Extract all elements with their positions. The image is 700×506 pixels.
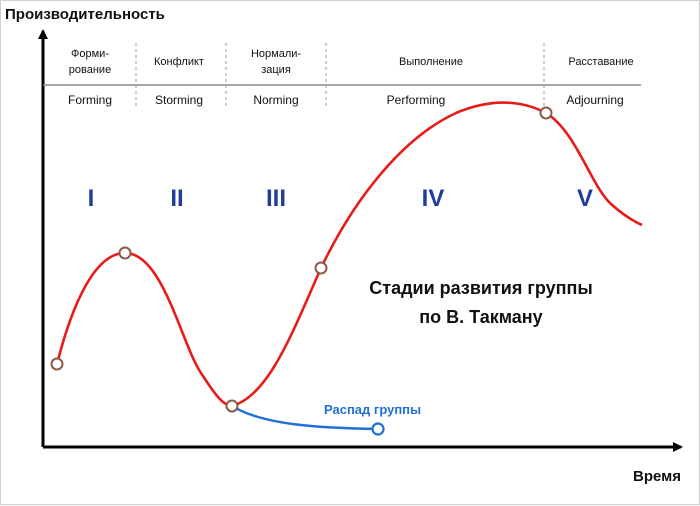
diagram-title-line-2: по В. Такману [419, 307, 542, 327]
performance-curve [55, 101, 643, 408]
stage-2-en: Storming [155, 93, 203, 107]
breakup-curve [231, 404, 379, 431]
stage-5-roman: V [577, 185, 593, 212]
stage-3-roman: III [266, 185, 286, 212]
stage-4-en: Performing [387, 93, 446, 107]
y-axis-label: Производительность [5, 6, 165, 23]
stage-1-en: Forming [68, 93, 112, 107]
stage-3-ru-line-1: Нормали- [251, 48, 301, 60]
marker-forming-peak [118, 246, 132, 260]
marker-performing-end [539, 106, 553, 120]
stage-4-ru-line-1: Выполнение [399, 56, 463, 68]
stage-3-en: Norming [253, 93, 298, 107]
stage-4-roman: IV [422, 185, 445, 212]
stage-1-ru-line-2: рование [69, 64, 111, 76]
stage-3-ru-line-2: зация [261, 64, 291, 76]
stage-2-ru-line-1: Конфликт [154, 56, 204, 68]
stage-5-en: Adjourning [566, 93, 623, 107]
marker-forming-start [50, 357, 64, 371]
marker-breakup-end [371, 422, 385, 436]
stage-1-roman: I [88, 185, 95, 212]
breakup-label: Распад группы [324, 402, 421, 417]
marker-storming-low [225, 399, 239, 413]
stage-1-ru-line-1: Форми- [71, 48, 109, 60]
stage-5-ru-line-1: Расставание [568, 56, 633, 68]
marker-norming-end [314, 261, 328, 275]
diagram-title-line-1: Стадии развития группы [369, 278, 592, 298]
x-axis-label: Время [633, 468, 681, 485]
stage-2-roman: II [170, 185, 183, 212]
